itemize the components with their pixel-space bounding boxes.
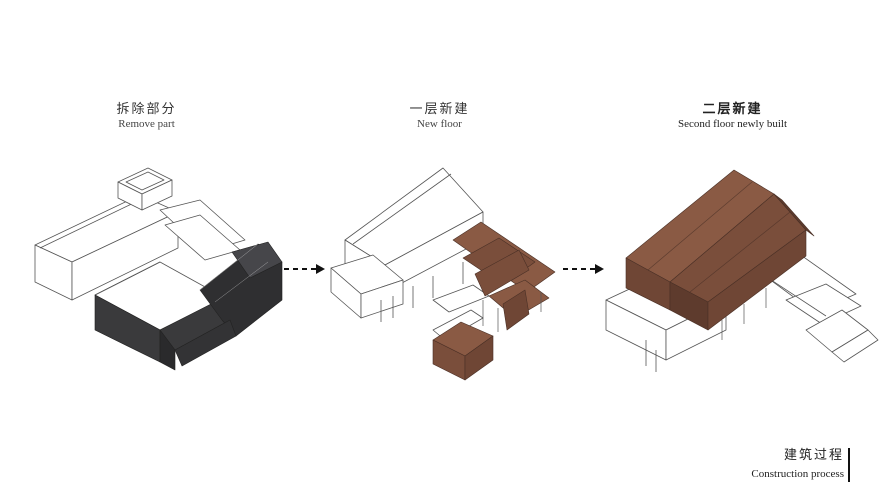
remove-part-model (34, 167, 283, 371)
removed-gable (159, 329, 176, 371)
new-middle-block (474, 249, 530, 297)
stage-title-en: Second floor newly built (677, 118, 788, 130)
new-floor-model (330, 167, 556, 381)
caption-title-en: Construction process (751, 468, 844, 480)
stage-title-en: Remove part (118, 118, 175, 130)
stage-title-cn: 一层新建 (409, 102, 470, 117)
removed-lower (174, 319, 237, 367)
new-small-house-side (464, 335, 494, 381)
second-wall-long (707, 229, 807, 331)
stage-second-floor: 二层新建 Second floor newly built (586, 0, 879, 495)
arrow-2 (563, 264, 604, 274)
stage-title-cn: 二层新建 (702, 102, 763, 117)
stage-new-floor: 一层新建 New floor (293, 0, 586, 495)
stage-remove-part: 拆除部分 Remove part (0, 0, 293, 495)
stage-title-en: New floor (417, 118, 462, 130)
arrow-1 (284, 264, 325, 274)
stage-title-cn: 拆除部分 (116, 102, 177, 117)
new-build-part (432, 221, 556, 381)
new-roof-wing-side (502, 289, 530, 331)
second-gable-end (773, 193, 815, 237)
caption-bar (848, 448, 850, 482)
caption-title-cn: 建筑过程 (783, 448, 844, 463)
diagram-caption: 建筑过程 Construction process (751, 444, 844, 480)
second-floor-model (605, 169, 879, 372)
